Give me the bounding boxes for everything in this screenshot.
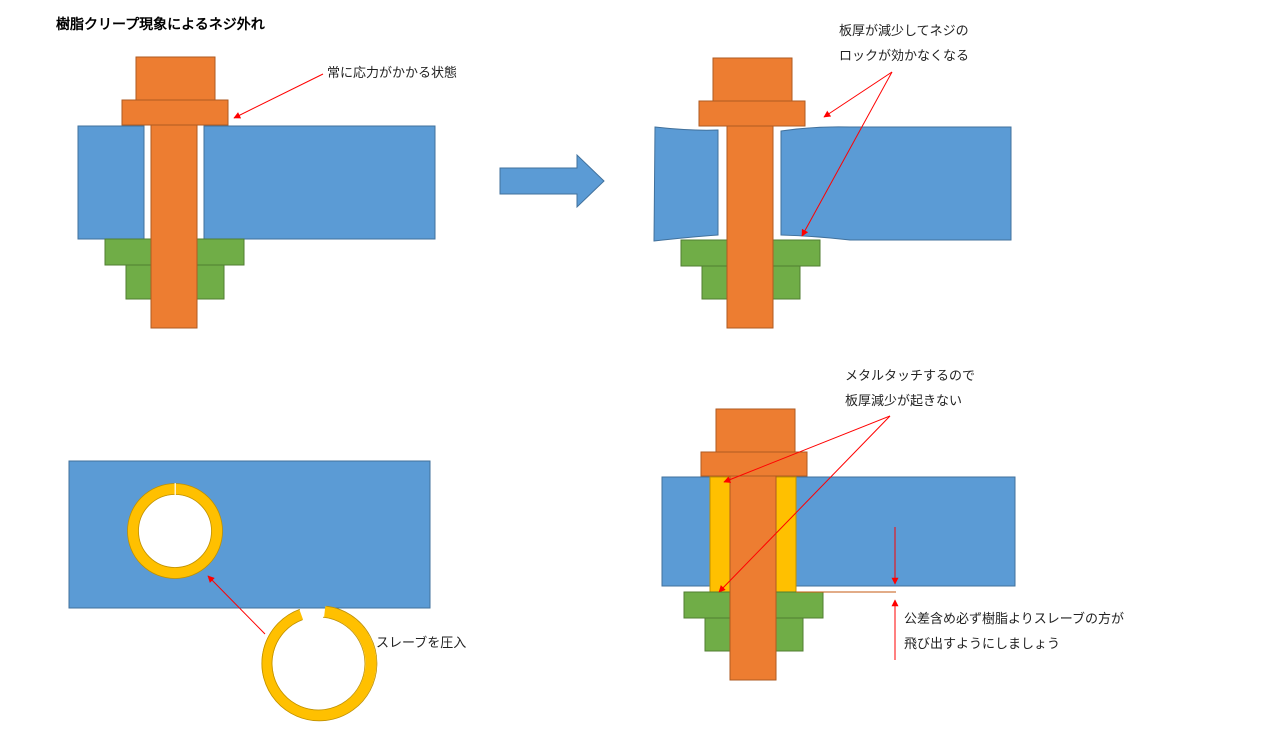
panel-creep-state	[653, 57, 1012, 329]
resin-plate	[68, 460, 431, 609]
bolt-flange	[698, 100, 806, 127]
resin-plate-right	[203, 125, 436, 240]
panel-sleeve-press-fit	[68, 460, 431, 722]
label-constant-stress: 常に応力がかかる状態	[327, 66, 458, 81]
label-thinning-line1: 板厚が減少してネジの	[839, 24, 969, 39]
thinning-arrow-top	[823, 71, 893, 118]
bolt-shaft	[729, 475, 777, 681]
diagram-title: 樹脂クリープ現象によるネジ外れ	[56, 17, 265, 33]
deformed-plate-left	[653, 126, 719, 242]
stress-arrow	[233, 73, 324, 119]
bolt-flange	[121, 99, 229, 126]
deformed-plate-right	[780, 126, 1012, 241]
bolt-head	[715, 408, 796, 453]
loose-sleeve-ring	[261, 605, 378, 722]
label-tolerance-line1: 公差含め必ず樹脂よりスレーブの方が	[904, 612, 1124, 627]
metal-touch-arrow-bottom	[718, 415, 891, 593]
sleeve-right	[774, 476, 797, 593]
sleeve-left	[709, 476, 732, 593]
bolt-shaft	[726, 125, 774, 329]
resin-plate-left	[77, 125, 145, 240]
label-metal-touch-line1: メタルタッチするので	[845, 369, 976, 384]
thinning-arrow-bottom	[801, 71, 893, 237]
label-metal-touch-line2: 板厚減少が起きない	[845, 394, 963, 409]
transition-arrow	[499, 153, 605, 209]
label-sleeve-press-fit: スレーブを圧入	[376, 636, 467, 651]
metal-touch-arrow-top	[723, 415, 891, 483]
bolt-head	[712, 57, 793, 102]
bolt-shaft	[150, 124, 198, 329]
label-thinning-line2: ロックが効かなくなる	[839, 49, 970, 64]
press-fit-arrow	[207, 575, 266, 635]
label-tolerance-line2: 飛び出すようにしましょう	[904, 637, 1061, 652]
panel-with-sleeve	[661, 408, 1016, 681]
bolt-head	[135, 56, 216, 101]
panel-initial-state	[77, 56, 436, 329]
